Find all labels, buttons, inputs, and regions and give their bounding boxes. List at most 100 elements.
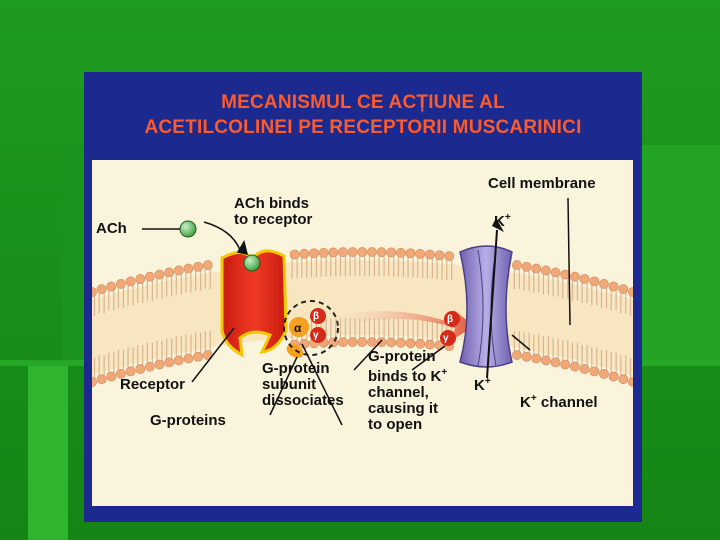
lipid-head	[512, 260, 521, 269]
gamma-label: γ	[313, 328, 319, 344]
background-stripe	[640, 145, 720, 360]
lipid-head	[599, 369, 608, 378]
lipid-head	[194, 262, 203, 271]
k-ion-bottom-charge: +	[485, 376, 491, 387]
lipid-head	[348, 247, 357, 256]
lipid-head	[107, 372, 116, 381]
lipid-head	[551, 358, 560, 367]
lipid-head	[126, 367, 135, 376]
lipid-head	[126, 277, 135, 286]
lipid-head	[541, 356, 550, 365]
background-stripe	[28, 360, 68, 540]
dissociates-line-2: subunit	[262, 377, 344, 393]
binds-line-2-charge: +	[441, 367, 447, 378]
lipid-head	[406, 339, 415, 348]
binds-line-2-text: binds to	[368, 368, 431, 385]
ach-label: ACh	[96, 221, 127, 237]
lipid-head	[97, 375, 106, 384]
receptor-label: Receptor	[120, 377, 185, 393]
binds-line-4: causing it	[368, 401, 447, 417]
lipid-head	[619, 285, 628, 294]
lipid-head	[599, 279, 608, 288]
ach-molecule-bound	[244, 255, 260, 271]
lipid-head	[203, 260, 212, 269]
lipid-head	[367, 337, 376, 346]
ach-binds-label: ACh binds to receptor	[234, 196, 312, 228]
lipid-head	[338, 338, 347, 347]
lipid-head	[425, 250, 434, 259]
lipid-head	[416, 249, 425, 258]
lipid-head	[377, 248, 386, 257]
k-channel	[460, 246, 512, 367]
k-ion-bottom-symbol: K	[474, 377, 485, 394]
lipid-head	[435, 251, 444, 260]
ach-binds-line-2: to receptor	[234, 212, 312, 228]
alpha-label: α	[294, 320, 301, 336]
lipid-head	[184, 264, 193, 273]
beta-label: β	[313, 309, 319, 325]
beta-label: β	[447, 312, 453, 328]
binds-line-5: to open	[368, 417, 447, 433]
lipid-head	[590, 277, 599, 286]
lipid-head	[561, 360, 570, 369]
ach-binds-line-1: ACh binds	[234, 196, 312, 212]
lipid-head	[609, 372, 618, 381]
lipid-head	[522, 262, 531, 271]
k-ion-top-symbol: K	[494, 213, 505, 230]
lipid-head	[367, 247, 376, 256]
lipid-head	[358, 247, 367, 256]
lipid-head	[445, 252, 454, 261]
lipid-head	[358, 337, 367, 346]
lipid-head	[532, 354, 541, 363]
binds-line-2-k: K	[431, 368, 442, 385]
lipid-head	[136, 364, 145, 373]
lipid-head	[396, 338, 405, 347]
lipid-head	[136, 274, 145, 283]
lipid-head	[396, 248, 405, 257]
binds-line-1: G-protein	[368, 349, 447, 365]
lipid-head	[92, 287, 97, 296]
k-ion-top-label: K+	[494, 210, 511, 230]
k-channel-text: channel	[537, 394, 598, 411]
binds-line-3: channel,	[368, 385, 447, 401]
lipid-head	[165, 268, 174, 277]
binds-channel-label: G-protein binds to K+ channel, causing i…	[368, 349, 447, 433]
cell-membrane-label: Cell membrane	[488, 176, 596, 192]
lipid-head	[628, 287, 633, 296]
lipid-head	[329, 248, 338, 257]
lipid-head	[309, 249, 318, 258]
title-line-1: MECANISMUL CE ACȚIUNE AL	[84, 90, 642, 115]
lipid-head	[107, 282, 116, 291]
membrane-diagram: α β γ β γ ACh ACh binds to receptor Cell…	[92, 160, 633, 506]
lipid-head	[387, 248, 396, 257]
lipid-head	[570, 362, 579, 371]
lipid-head	[609, 282, 618, 291]
lipid-head	[319, 248, 328, 257]
k-channel-symbol: K	[520, 394, 531, 411]
lipid-head	[194, 352, 203, 361]
lipid-head	[174, 356, 183, 365]
binds-line-2: binds to K+	[368, 365, 447, 385]
lipid-head	[551, 268, 560, 277]
title-line-2: ACETILCOLINEI PE RECEPTORII MUSCARINICI	[84, 115, 642, 140]
lipid-head	[174, 266, 183, 275]
dissociates-label: G-protein subunit dissociates	[262, 361, 344, 409]
lipid-head	[92, 377, 97, 386]
lipid-head	[580, 364, 589, 373]
lipid-head	[532, 264, 541, 273]
lipid-head	[512, 350, 521, 359]
k-ion-bottom-label: K+	[474, 374, 491, 394]
slide-panel: MECANISMUL CE ACȚIUNE AL ACETILCOLINEI P…	[84, 72, 642, 522]
lipid-head	[145, 272, 154, 281]
lipid-head	[145, 362, 154, 371]
lipid-head	[155, 270, 164, 279]
lipid-head	[590, 367, 599, 376]
ach-molecule-free	[180, 221, 196, 237]
k-channel-label: K+ channel	[520, 391, 598, 411]
gamma-label: γ	[443, 331, 449, 347]
k-ion-top-charge: +	[505, 212, 511, 223]
lipid-head	[116, 279, 125, 288]
lipid-head	[184, 354, 193, 363]
lipid-head	[387, 338, 396, 347]
lipid-head	[165, 358, 174, 367]
